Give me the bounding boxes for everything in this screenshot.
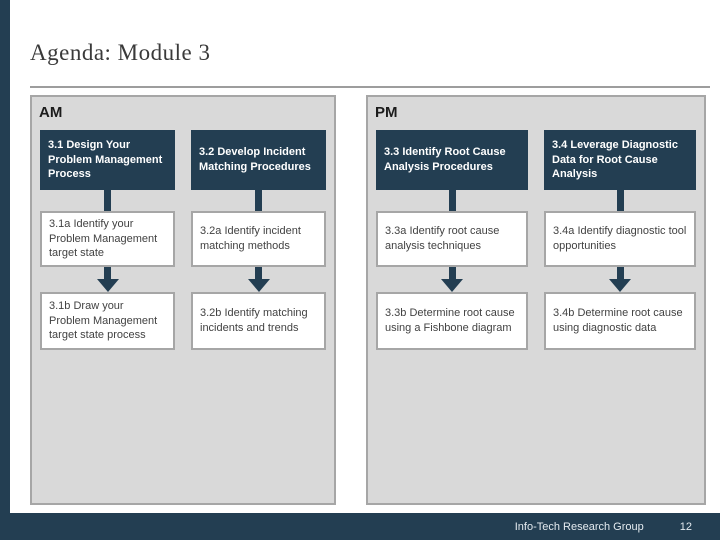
step-label: 3.2a Identify incident matching methods: [200, 225, 301, 252]
step-label: 3.2b Identify matching incidents and tre…: [200, 307, 308, 334]
connector-line: [255, 190, 262, 211]
step-box-3-3a: 3.3a Identify root cause analysis techni…: [376, 211, 528, 267]
footer-company: Info-Tech Research Group: [514, 520, 644, 533]
page-title: Agenda: Module 3: [30, 40, 211, 65]
step-label: 3.4a Identify diagnostic tool opportunit…: [553, 225, 687, 252]
am-panel-label: AM: [39, 104, 63, 121]
pm-panel-label: PM: [375, 104, 398, 121]
step-box-3-3b: 3.3b Determine root cause using a Fishbo…: [376, 292, 528, 350]
pm-panel: PM 3.3 Identify Root Cause Analysis Proc…: [366, 95, 706, 505]
down-arrow-icon: [544, 267, 696, 292]
connector-line: [448, 190, 456, 211]
process-header-label: 3.3 Identify Root Cause Analysis Procedu…: [384, 146, 506, 173]
process-column-3-4: 3.4 Leverage Diagnostic Data for Root Ca…: [544, 130, 696, 350]
connector-line: [616, 190, 624, 211]
down-arrow-icon: [191, 267, 326, 292]
process-header-label: 3.1 Design Your Problem Management Proce…: [48, 139, 163, 181]
process-column-3-2: 3.2 Develop Incident Matching Procedures…: [191, 130, 326, 350]
am-panel: AM 3.1 Design Your Problem Management Pr…: [30, 95, 336, 505]
pm-columns: 3.3 Identify Root Cause Analysis Procedu…: [368, 121, 704, 350]
step-box-3-1a: 3.1a Identify your Problem Management ta…: [40, 211, 175, 267]
step-box-3-4b: 3.4b Determine root cause using diagnost…: [544, 292, 696, 350]
process-header-3-2: 3.2 Develop Incident Matching Procedures: [191, 130, 326, 190]
process-header-3-1: 3.1 Design Your Problem Management Proce…: [40, 130, 175, 190]
process-header-3-4: 3.4 Leverage Diagnostic Data for Root Ca…: [544, 130, 696, 190]
left-accent-bar: [0, 0, 10, 540]
step-label: 3.1a Identify your Problem Management ta…: [49, 218, 158, 260]
connector-line: [104, 190, 111, 211]
title-divider: [30, 86, 710, 88]
footer-page-number: 12: [679, 520, 692, 533]
down-arrow-icon: [40, 267, 175, 292]
step-label: 3.3b Determine root cause using a Fishbo…: [385, 307, 515, 334]
step-label: 3.3a Identify root cause analysis techni…: [385, 225, 500, 252]
down-arrow-icon: [376, 267, 528, 292]
step-label: 3.4b Determine root cause using diagnost…: [553, 307, 683, 334]
process-header-3-3: 3.3 Identify Root Cause Analysis Procedu…: [376, 130, 528, 190]
footer-bar: Info-Tech Research Group 12: [0, 513, 720, 540]
process-header-label: 3.4 Leverage Diagnostic Data for Root Ca…: [552, 139, 678, 181]
step-box-3-2a: 3.2a Identify incident matching methods: [191, 211, 326, 267]
process-column-3-1: 3.1 Design Your Problem Management Proce…: [40, 130, 175, 350]
step-box-3-1b: 3.1b Draw your Problem Management target…: [40, 292, 175, 350]
step-box-3-4a: 3.4a Identify diagnostic tool opportunit…: [544, 211, 696, 267]
process-column-3-3: 3.3 Identify Root Cause Analysis Procedu…: [376, 130, 528, 350]
step-label: 3.1b Draw your Problem Management target…: [49, 300, 158, 342]
step-box-3-2b: 3.2b Identify matching incidents and tre…: [191, 292, 326, 350]
am-columns: 3.1 Design Your Problem Management Proce…: [32, 121, 334, 350]
process-header-label: 3.2 Develop Incident Matching Procedures: [199, 146, 311, 173]
